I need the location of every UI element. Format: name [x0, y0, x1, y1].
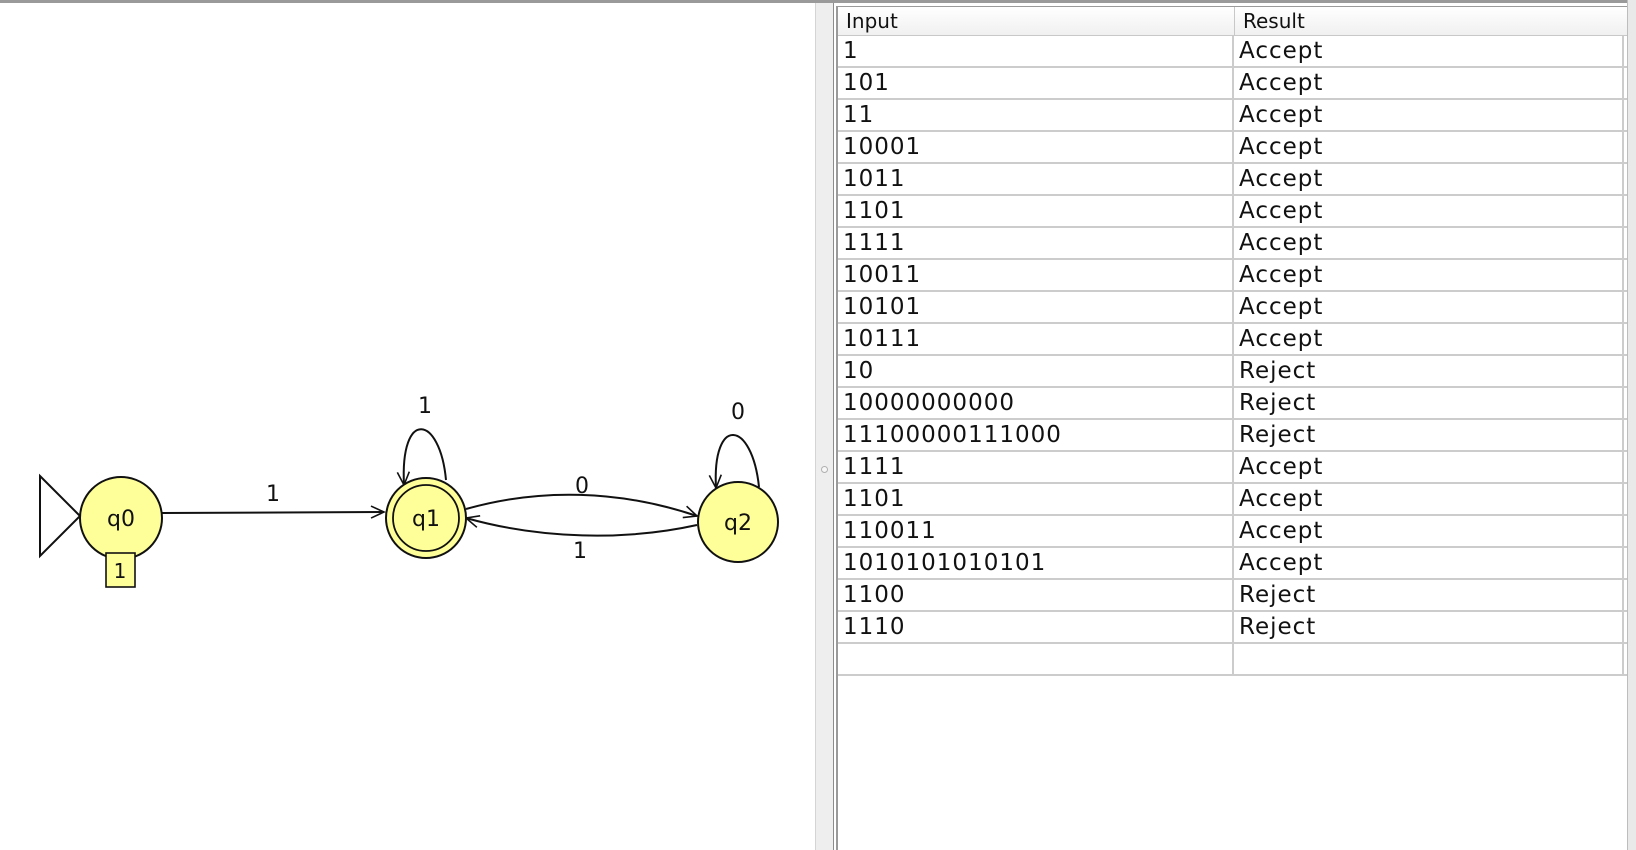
table-row[interactable]: 11 Accept: [838, 100, 1627, 132]
transition-q2-q2[interactable]: [708, 434, 760, 490]
table-row[interactable]: 1101 Accept: [838, 484, 1627, 516]
input-cell[interactable]: 10101: [843, 294, 922, 320]
table-row[interactable]: 110011 Accept: [838, 516, 1627, 548]
result-cell: [1232, 644, 1622, 674]
input-cell[interactable]: 1111: [843, 454, 906, 480]
input-cell[interactable]: 1011: [843, 166, 906, 192]
input-cell[interactable]: 1101: [843, 198, 906, 224]
input-cell[interactable]: 110011: [843, 518, 937, 544]
table-row[interactable]: 10111 Accept: [838, 324, 1627, 356]
window-right-edge: [1627, 0, 1636, 850]
column-header-input[interactable]: Input: [846, 9, 898, 33]
transition-label-q2-q1: 1: [573, 539, 587, 564]
table-row[interactable]: 11100000111000 Reject: [838, 420, 1627, 452]
input-cell[interactable]: 11100000111000: [843, 422, 1062, 448]
splitter-grip-icon[interactable]: [821, 466, 828, 473]
state-label-q2: q2: [724, 511, 752, 536]
result-cell: Accept: [1232, 324, 1622, 354]
initial-state-marker: [39, 473, 82, 559]
input-cell[interactable]: 11: [843, 102, 875, 128]
table-row[interactable]: 1111 Accept: [838, 452, 1627, 484]
table-row[interactable]: 101 Accept: [838, 68, 1627, 100]
table-row[interactable]: 1111 Accept: [838, 228, 1627, 260]
result-cell: Reject: [1232, 612, 1622, 642]
state-label-q0: q0: [107, 507, 135, 532]
result-cell: Accept: [1232, 68, 1622, 98]
transition-label-q1-q2: 0: [575, 474, 589, 499]
result-cell: Reject: [1232, 580, 1622, 610]
state-note-q0: 1: [105, 552, 136, 588]
result-cell: Accept: [1232, 228, 1622, 258]
table-row[interactable]: 10000000000 Reject: [838, 388, 1627, 420]
input-cell[interactable]: 10011: [843, 262, 922, 288]
state-label-q1: q1: [412, 507, 440, 532]
table-row[interactable]: 1011 Accept: [838, 164, 1627, 196]
result-cell: Accept: [1232, 452, 1622, 482]
result-cell: Reject: [1232, 356, 1622, 386]
table-row[interactable]: 1100 Reject: [838, 580, 1627, 612]
result-cell: Accept: [1232, 132, 1622, 162]
result-cell: Accept: [1232, 516, 1622, 546]
result-cell: Reject: [1232, 420, 1622, 450]
transition-q0-q1[interactable]: [161, 505, 386, 519]
result-cell: Accept: [1232, 36, 1622, 66]
input-cell[interactable]: 10111: [843, 326, 922, 352]
window-top-border: [0, 0, 1636, 3]
automaton-canvas[interactable]: 1 1 0 1 0 q0 1 q1 q2: [0, 3, 815, 850]
transition-label-q0-q1: 1: [266, 482, 280, 507]
input-cell[interactable]: 1010101010101: [843, 550, 1047, 576]
result-cell: Accept: [1232, 164, 1622, 194]
input-cell[interactable]: 1101: [843, 486, 906, 512]
result-cell: Accept: [1232, 260, 1622, 290]
state-q0[interactable]: q0: [79, 476, 163, 560]
input-cell[interactable]: 1110: [843, 614, 906, 640]
state-note-label-q0: 1: [114, 559, 127, 583]
table-row[interactable]: 1110 Reject: [838, 612, 1627, 644]
input-cell[interactable]: 101: [843, 70, 890, 96]
input-cell[interactable]: 10: [843, 358, 875, 384]
input-cell[interactable]: [838, 644, 1232, 674]
table-row[interactable]: 1010101010101 Accept: [838, 548, 1627, 580]
result-cell: Accept: [1232, 100, 1622, 130]
transition-label-q1-q1: 1: [418, 394, 432, 419]
table-row[interactable]: 1101 Accept: [838, 196, 1627, 228]
result-cell: Accept: [1232, 548, 1622, 578]
result-cell: Reject: [1232, 388, 1622, 418]
table-header: Input Result: [838, 7, 1627, 36]
input-cell[interactable]: 1111: [843, 230, 906, 256]
table-row[interactable]: 10 Reject: [838, 356, 1627, 388]
state-q1[interactable]: q1: [385, 477, 467, 559]
split-pane-divider[interactable]: [815, 3, 834, 850]
column-header-result[interactable]: Result: [1234, 7, 1627, 35]
table-row-empty[interactable]: [838, 644, 1627, 676]
state-q2[interactable]: q2: [697, 481, 779, 563]
input-cell[interactable]: 1: [843, 38, 859, 64]
result-cell: Accept: [1232, 484, 1622, 514]
transition-q2-q1[interactable]: [464, 514, 698, 537]
table-row[interactable]: 10011 Accept: [838, 260, 1627, 292]
table-row[interactable]: 10001 Accept: [838, 132, 1627, 164]
result-cell: Accept: [1232, 292, 1622, 322]
transition-q1-q2[interactable]: [465, 493, 699, 519]
table-row[interactable]: 10101 Accept: [838, 292, 1627, 324]
input-cell[interactable]: 10000000000: [843, 390, 1015, 416]
input-cell[interactable]: 1100: [843, 582, 906, 608]
input-cell[interactable]: 10001: [843, 134, 922, 160]
result-cell: Accept: [1232, 196, 1622, 226]
transition-label-q2-q2: 0: [731, 400, 745, 425]
table-row[interactable]: 1 Accept: [838, 36, 1627, 68]
transition-q1-q1[interactable]: [396, 428, 447, 487]
